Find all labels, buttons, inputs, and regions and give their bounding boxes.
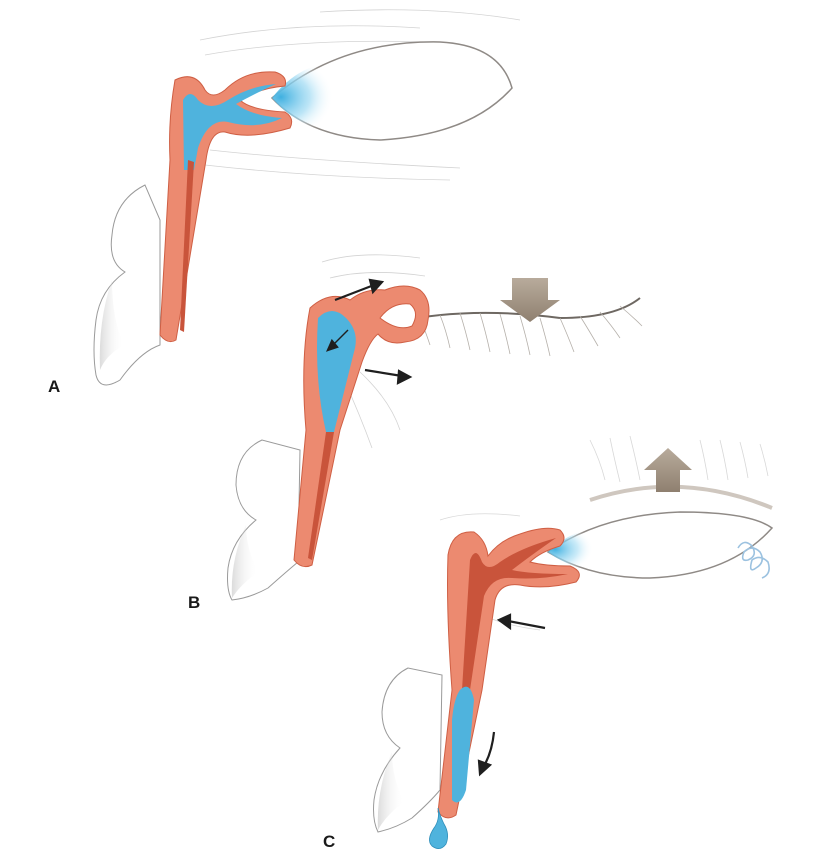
bone-shadow-b [231, 525, 258, 598]
panel-label-a: A [48, 377, 60, 396]
lacrimal-sac-lumen-a [183, 84, 282, 170]
arrowhead-left-c [496, 613, 512, 631]
nasolacrimal-duct-lumen-b [308, 432, 334, 560]
skin-lines-b [321, 254, 426, 449]
arrows-b [325, 278, 413, 385]
down-block-arrow-icon [500, 278, 560, 322]
panel-a [93, 9, 521, 386]
arrowhead-right-b [396, 369, 413, 385]
tear-lake-c [548, 526, 618, 572]
arrow-right-b [364, 368, 403, 378]
arrow-down-c [483, 731, 496, 767]
eyelid-fold-b [379, 303, 416, 329]
up-block-arrow-icon [644, 448, 692, 492]
upper-lid-c [589, 484, 773, 510]
tear-drop-c [429, 807, 448, 849]
panel-label-b: B [188, 593, 200, 612]
arrowhead-in-b [325, 338, 339, 352]
lacrimal-sac-lumen-c [462, 538, 568, 690]
panel-b [227, 254, 643, 601]
panel-label-c: C [323, 832, 335, 851]
panel-c [373, 435, 774, 849]
duct-fluid-c [452, 686, 474, 803]
arrow-up-right-b [334, 283, 375, 302]
nasolacrimal-duct-lumen-a [180, 160, 194, 332]
arrow-left-c [507, 619, 546, 630]
tear-lake-a [272, 62, 360, 132]
arrows-c [477, 613, 546, 777]
bone-shadow-c [377, 752, 404, 830]
skin-lines-a [199, 9, 521, 181]
bone-shadow-a [99, 280, 124, 370]
eyelid-closed-b [394, 297, 641, 323]
caruncle-c [737, 541, 770, 579]
arrowhead-up-right-b [368, 278, 385, 295]
lacrimal-sac-lumen-b [317, 311, 356, 432]
arrowhead-down-c [477, 759, 493, 777]
